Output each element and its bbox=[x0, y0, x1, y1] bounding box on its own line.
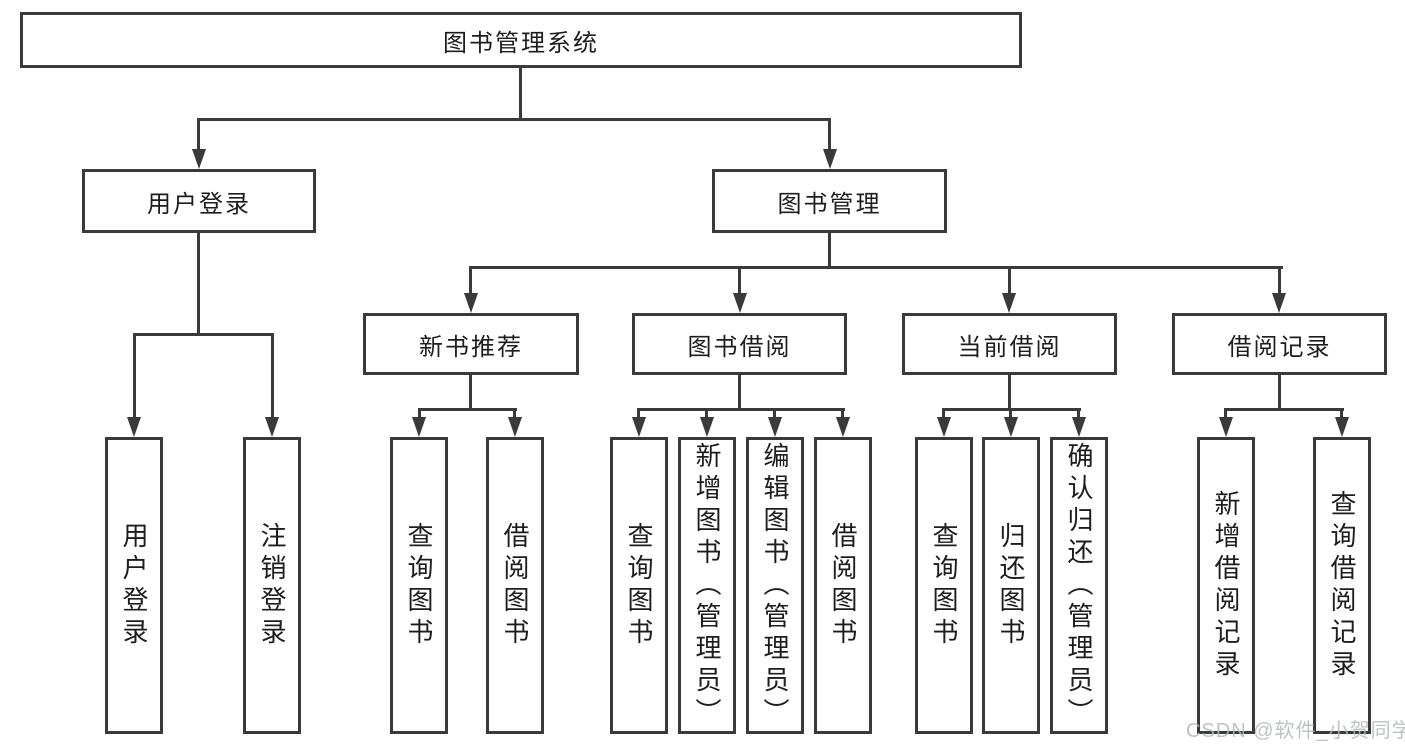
leaf-label: 用户登录 bbox=[119, 521, 149, 650]
connector-drop-leaf bbox=[1224, 408, 1227, 420]
connector-bus-new-book bbox=[418, 408, 517, 411]
arrow-down-icon bbox=[464, 293, 478, 313]
leaf-label: 查询图书 bbox=[929, 521, 959, 650]
arrow-down-icon bbox=[1272, 293, 1286, 313]
leaf-label: 借阅图书 bbox=[828, 521, 858, 650]
arrow-down-icon bbox=[412, 417, 426, 437]
arrow-down-icon bbox=[768, 417, 782, 437]
leaf-add-books-admin: 新增图书（管理员） bbox=[678, 437, 736, 734]
connector-bus-book-borrowing bbox=[638, 408, 845, 411]
node-label: 借阅记录 bbox=[1227, 333, 1332, 361]
arrow-down-icon bbox=[192, 149, 206, 169]
leaf-borrow-books: 借阅图书 bbox=[814, 437, 872, 734]
node-label: 新书推荐 bbox=[419, 333, 523, 361]
node-book-management: 图书管理 bbox=[712, 169, 947, 233]
leaf-borrow-books-recommend: 借阅图书 bbox=[486, 437, 544, 734]
leaf-user-login: 用户登录 bbox=[105, 437, 163, 734]
connector-drop-leaf bbox=[513, 408, 516, 420]
connector-drop-leaf bbox=[637, 408, 640, 420]
leaf-label: 查询借阅记录 bbox=[1327, 489, 1357, 682]
leaf-confirm-return-admin: 确认归还（管理员） bbox=[1050, 437, 1108, 734]
leaf-return-books: 归还图书 bbox=[982, 437, 1040, 734]
connector-user-login-feed bbox=[197, 233, 200, 335]
arrow-down-icon bbox=[937, 417, 951, 437]
arrow-down-icon bbox=[1072, 417, 1086, 437]
connector-drop-leaf bbox=[1077, 408, 1080, 420]
arrow-down-icon bbox=[1004, 417, 1018, 437]
leaf-label: 编辑图书（管理员） bbox=[760, 441, 790, 730]
node-current-borrowing: 当前借阅 bbox=[902, 313, 1117, 375]
watermark: CSDN @软件_小贺同学 bbox=[1186, 720, 1405, 742]
node-new-book-recommendation: 新书推荐 bbox=[363, 313, 579, 375]
arrow-down-icon bbox=[127, 417, 141, 437]
connector-drop-leaf bbox=[773, 408, 776, 420]
leaf-label: 注销登录 bbox=[257, 521, 287, 650]
arrow-down-icon bbox=[823, 149, 837, 169]
connector-drop-new-book bbox=[469, 266, 472, 296]
arrow-down-icon bbox=[836, 417, 850, 437]
leaf-query-books-current: 查询图书 bbox=[915, 437, 973, 734]
leaf-query-books-recommend: 查询图书 bbox=[390, 437, 448, 734]
leaf-add-borrow-record: 新增借阅记录 bbox=[1197, 437, 1255, 734]
node-user-login: 用户登录 bbox=[82, 169, 316, 233]
connector-drop-leaf bbox=[1340, 408, 1343, 420]
node-root-library-system: 图书管理系统 bbox=[20, 12, 1022, 68]
leaf-edit-books-admin: 编辑图书（管理员） bbox=[746, 437, 804, 734]
leaf-label: 新增借阅记录 bbox=[1211, 489, 1241, 682]
connector-drop-current-borrowing bbox=[1008, 266, 1011, 296]
arrow-down-icon bbox=[1335, 417, 1349, 437]
leaf-label: 查询图书 bbox=[624, 521, 654, 650]
connector-root-feed bbox=[519, 68, 522, 120]
connector-drop-user-login bbox=[197, 118, 200, 152]
connector-current-borrowing-feed bbox=[1008, 375, 1011, 411]
leaf-query-books-borrowing: 查询图书 bbox=[610, 437, 668, 734]
leaf-label: 新增图书（管理员） bbox=[692, 441, 722, 730]
connector-drop-leaf bbox=[942, 408, 945, 420]
connector-drop-leaf bbox=[271, 333, 274, 419]
node-borrowing-records: 借阅记录 bbox=[1172, 313, 1387, 375]
arrow-down-icon bbox=[1002, 293, 1016, 313]
arrow-down-icon bbox=[700, 417, 714, 437]
arrow-down-icon bbox=[733, 293, 747, 313]
leaf-label: 确认归还（管理员） bbox=[1064, 441, 1094, 730]
node-label: 用户登录 bbox=[147, 190, 251, 218]
arrow-down-icon bbox=[1219, 417, 1233, 437]
arrow-down-icon bbox=[508, 417, 522, 437]
node-book-borrowing: 图书借阅 bbox=[632, 313, 847, 375]
arrow-down-icon bbox=[265, 417, 279, 437]
node-label: 当前借阅 bbox=[957, 333, 1062, 361]
node-label: 图书管理 bbox=[777, 190, 882, 218]
connector-new-book-feed bbox=[469, 375, 472, 411]
arrow-down-icon bbox=[632, 417, 646, 437]
leaf-label: 查询图书 bbox=[404, 521, 434, 650]
connector-drop-leaf bbox=[133, 333, 136, 419]
connector-drop-leaf bbox=[418, 408, 421, 420]
leaf-label: 归还图书 bbox=[996, 521, 1026, 650]
connector-bus-level3 bbox=[469, 266, 1283, 269]
connector-drop-leaf bbox=[841, 408, 844, 420]
connector-bus-level2 bbox=[197, 118, 831, 121]
connector-drop-borrowing-records bbox=[1278, 266, 1281, 296]
leaf-query-borrow-record: 查询借阅记录 bbox=[1313, 437, 1371, 734]
connector-book-management-feed bbox=[828, 233, 831, 269]
connector-drop-book-management bbox=[828, 118, 831, 152]
leaf-label: 借阅图书 bbox=[500, 521, 530, 650]
node-label: 图书管理系统 bbox=[443, 29, 599, 57]
leaf-logout: 注销登录 bbox=[243, 437, 301, 734]
connector-bus-user-login bbox=[133, 333, 274, 336]
connector-bus-borrowing-records bbox=[1224, 408, 1344, 411]
connector-drop-book-borrowing bbox=[738, 266, 741, 296]
connector-book-borrowing-feed bbox=[738, 375, 741, 411]
connector-drop-leaf bbox=[705, 408, 708, 420]
node-label: 图书借阅 bbox=[687, 333, 792, 361]
connector-drop-leaf bbox=[1009, 408, 1012, 420]
connector-borrowing-records-feed bbox=[1278, 375, 1281, 411]
